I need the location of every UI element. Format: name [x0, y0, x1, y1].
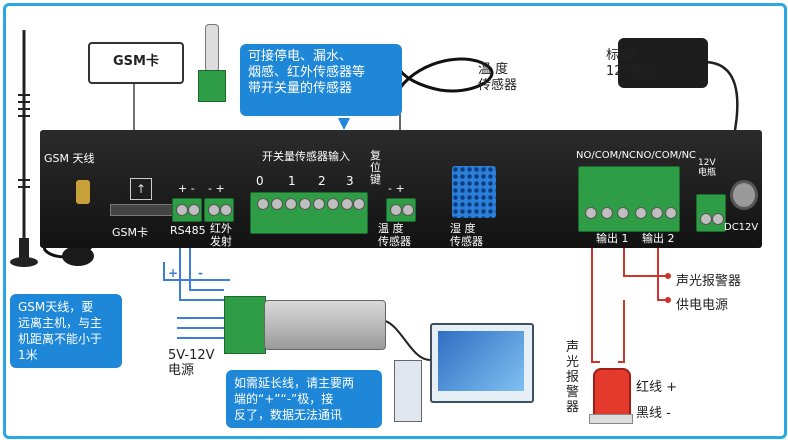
extension-note-callout: 如需延长线，请主要两 端的“+”“-”极，接 反了，数据无法通讯	[226, 370, 382, 428]
std-power-line-2: 12V电源	[606, 64, 658, 79]
pc-tower-icon	[394, 360, 422, 422]
output-1-label: 输出 1	[596, 232, 629, 245]
power-adapter-icon	[618, 38, 708, 88]
antenna-icon	[10, 30, 38, 267]
dc-jack-icon	[730, 180, 758, 210]
gsm-note-line-3: 机距离不能小于	[18, 332, 103, 346]
gsm-antenna-label: GSM 天线	[44, 152, 95, 165]
alarm-siren-icon	[593, 368, 631, 420]
temp-port-line-2: 传感器	[378, 235, 411, 248]
humidity-line-1: 湿 度	[450, 222, 476, 235]
switch-num-2: 2	[318, 174, 326, 188]
temp-port-label: 温 度 传感器	[378, 222, 411, 248]
sensor-callout-line-2: 烟感、红外传感器等	[248, 65, 366, 80]
ext-note-line-2: 端的“+”“-”极，接	[234, 392, 334, 406]
alarm-vertical-label: 声 光 报 警 器	[566, 340, 582, 415]
gsm-note-line-4: 1米	[18, 348, 38, 362]
temp-sensor-top-line-2: 传感器	[478, 78, 518, 93]
alarm-v-5: 器	[566, 400, 580, 415]
reset-label: 复 位 键	[370, 150, 381, 186]
temp-terminal	[386, 198, 416, 222]
rs485-terminal	[172, 198, 202, 222]
gsm-note-line-1: GSM天线，要	[18, 300, 94, 314]
red-wire-label: 红线 +	[636, 380, 678, 395]
reset-char-2: 位	[370, 161, 381, 174]
switch-num-1: 1	[288, 174, 296, 188]
antenna-connector-icon	[76, 180, 90, 204]
wire-plus-label: +	[168, 266, 179, 280]
ir-emit-label: 红外 发射	[210, 222, 232, 248]
alarm-base-icon	[589, 414, 633, 424]
humidity-sensor-icon	[452, 166, 496, 218]
battery-terminal	[696, 194, 726, 232]
rs485-adapter-icon	[224, 296, 266, 354]
temp-sensor-top-label: 温 度 传感器	[478, 62, 517, 94]
ir-polarity: - +	[208, 182, 225, 195]
alarm-v-1: 声	[566, 340, 580, 355]
alarm-v-4: 警	[566, 385, 580, 400]
temp-sensor-top-line-1: 温 度	[478, 62, 509, 77]
no-com-nc-1: NO/COM/NC	[576, 150, 637, 161]
relay-output-terminal	[578, 166, 680, 232]
sensor-callout: 可接停电、漏水、 烟感、红外传感器等 带开关量的传感器	[240, 44, 402, 116]
rs485-polarity: + -	[178, 182, 195, 195]
temp-polarity: - +	[388, 182, 405, 195]
voltage-label: 5V-12V 电源	[168, 348, 215, 378]
alarm-label: 声光报警器	[676, 274, 742, 289]
battery-line-2: 电瓶	[698, 168, 717, 178]
sensor-callout-line-1: 可接停电、漏水、	[248, 49, 353, 64]
temp-port-line-1: 温 度	[378, 222, 404, 235]
battery-label: 12V 电瓶	[698, 158, 716, 178]
std-power-line-1: 标 配	[606, 48, 637, 63]
battery-line-1: 12V	[698, 158, 716, 168]
humidity-line-2: 传感器	[450, 235, 483, 248]
wire-minus-label: -	[198, 266, 203, 280]
gsm-card-label: GSM卡	[88, 42, 184, 84]
alarm-v-2: 光	[566, 355, 580, 370]
ir-emit-line-2: 发射	[210, 235, 232, 248]
ir-emitter-icon	[205, 24, 219, 72]
switch-num-0: 0	[256, 174, 264, 188]
switch-num-3: 3	[346, 174, 354, 188]
switch-input-terminal	[250, 192, 368, 234]
rs485-label: RS485	[170, 224, 206, 237]
gsm-note-callout: GSM天线，要 远离主机，与主 机距离不能小于 1米	[10, 294, 122, 368]
alarm-v-3: 报	[566, 370, 580, 385]
voltage-line-2: 电源	[168, 363, 195, 378]
main-unit: ↑	[40, 130, 762, 248]
sensor-callout-line-3: 带开关量的传感器	[248, 81, 353, 96]
card-insert-icon: ↑	[130, 178, 152, 200]
black-wire-label: 黑线 -	[636, 406, 671, 421]
switch-input-label: 开关量传感器输入	[262, 150, 350, 163]
gsm-card-slot	[110, 204, 174, 216]
ir-emit-line-1: 红外	[210, 222, 232, 235]
reset-char-1: 复	[370, 149, 381, 162]
db9-connector-icon	[264, 300, 386, 350]
voltage-line-1: 5V-12V	[168, 348, 215, 363]
gsm-card-slot-label: GSM卡	[112, 226, 148, 239]
no-com-nc-2: NO/COM/NC	[636, 150, 697, 161]
ext-note-line-3: 反了，数据无法通讯	[234, 408, 343, 422]
monitor-icon	[430, 323, 534, 403]
ir-terminal	[204, 198, 234, 222]
gsm-note-line-2: 远离主机，与主	[18, 316, 103, 330]
dc12v-label: DC12V	[724, 222, 759, 233]
reset-char-3: 键	[370, 173, 381, 186]
ext-note-line-1: 如需延长线，请主要两	[234, 376, 355, 390]
output-2-label: 输出 2	[642, 232, 675, 245]
std-power-label: 标 配 12V电源	[606, 48, 657, 80]
humidity-label: 湿 度 传感器	[450, 222, 483, 248]
ir-connector-icon	[198, 70, 226, 102]
power-supply-label: 供电电源	[676, 298, 729, 313]
